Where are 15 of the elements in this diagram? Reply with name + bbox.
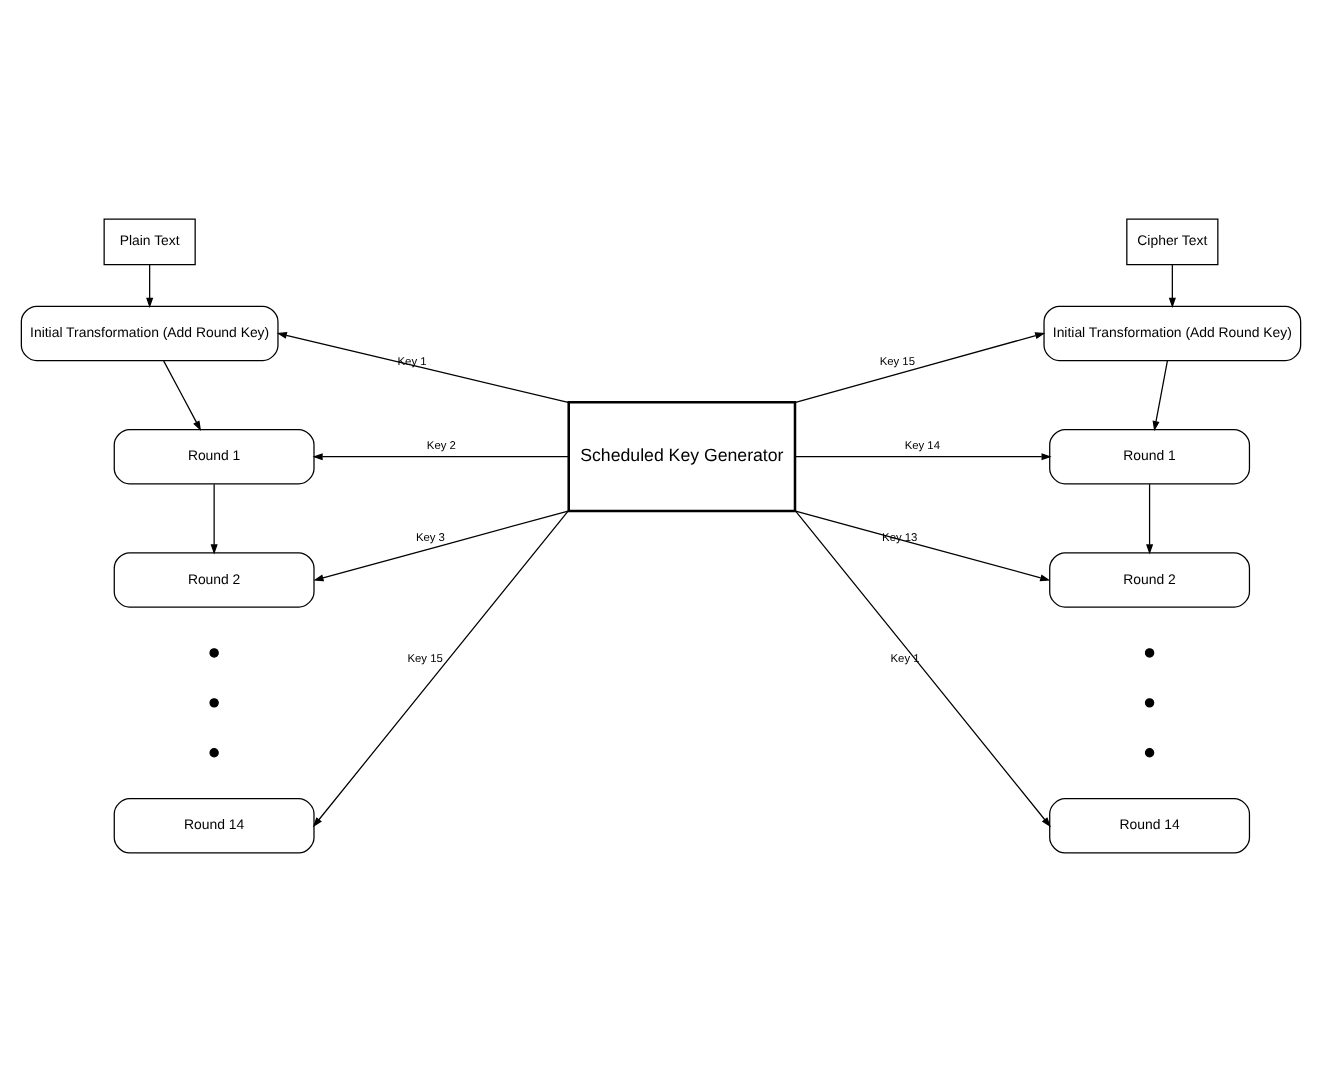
arrow xyxy=(795,510,1051,828)
arrow xyxy=(795,510,1051,582)
arrow xyxy=(795,332,1046,403)
arrow xyxy=(210,483,218,555)
arrow xyxy=(1168,264,1176,308)
node-box: Scheduled Key Generator xyxy=(567,401,797,513)
arrow xyxy=(146,264,154,308)
arrow xyxy=(1152,360,1169,432)
arrow xyxy=(1146,483,1154,555)
arrow xyxy=(313,510,569,582)
arrow xyxy=(163,360,202,431)
arrow xyxy=(312,453,570,461)
arrow xyxy=(312,510,569,828)
arrow xyxy=(276,331,569,403)
arrow xyxy=(794,453,1052,461)
